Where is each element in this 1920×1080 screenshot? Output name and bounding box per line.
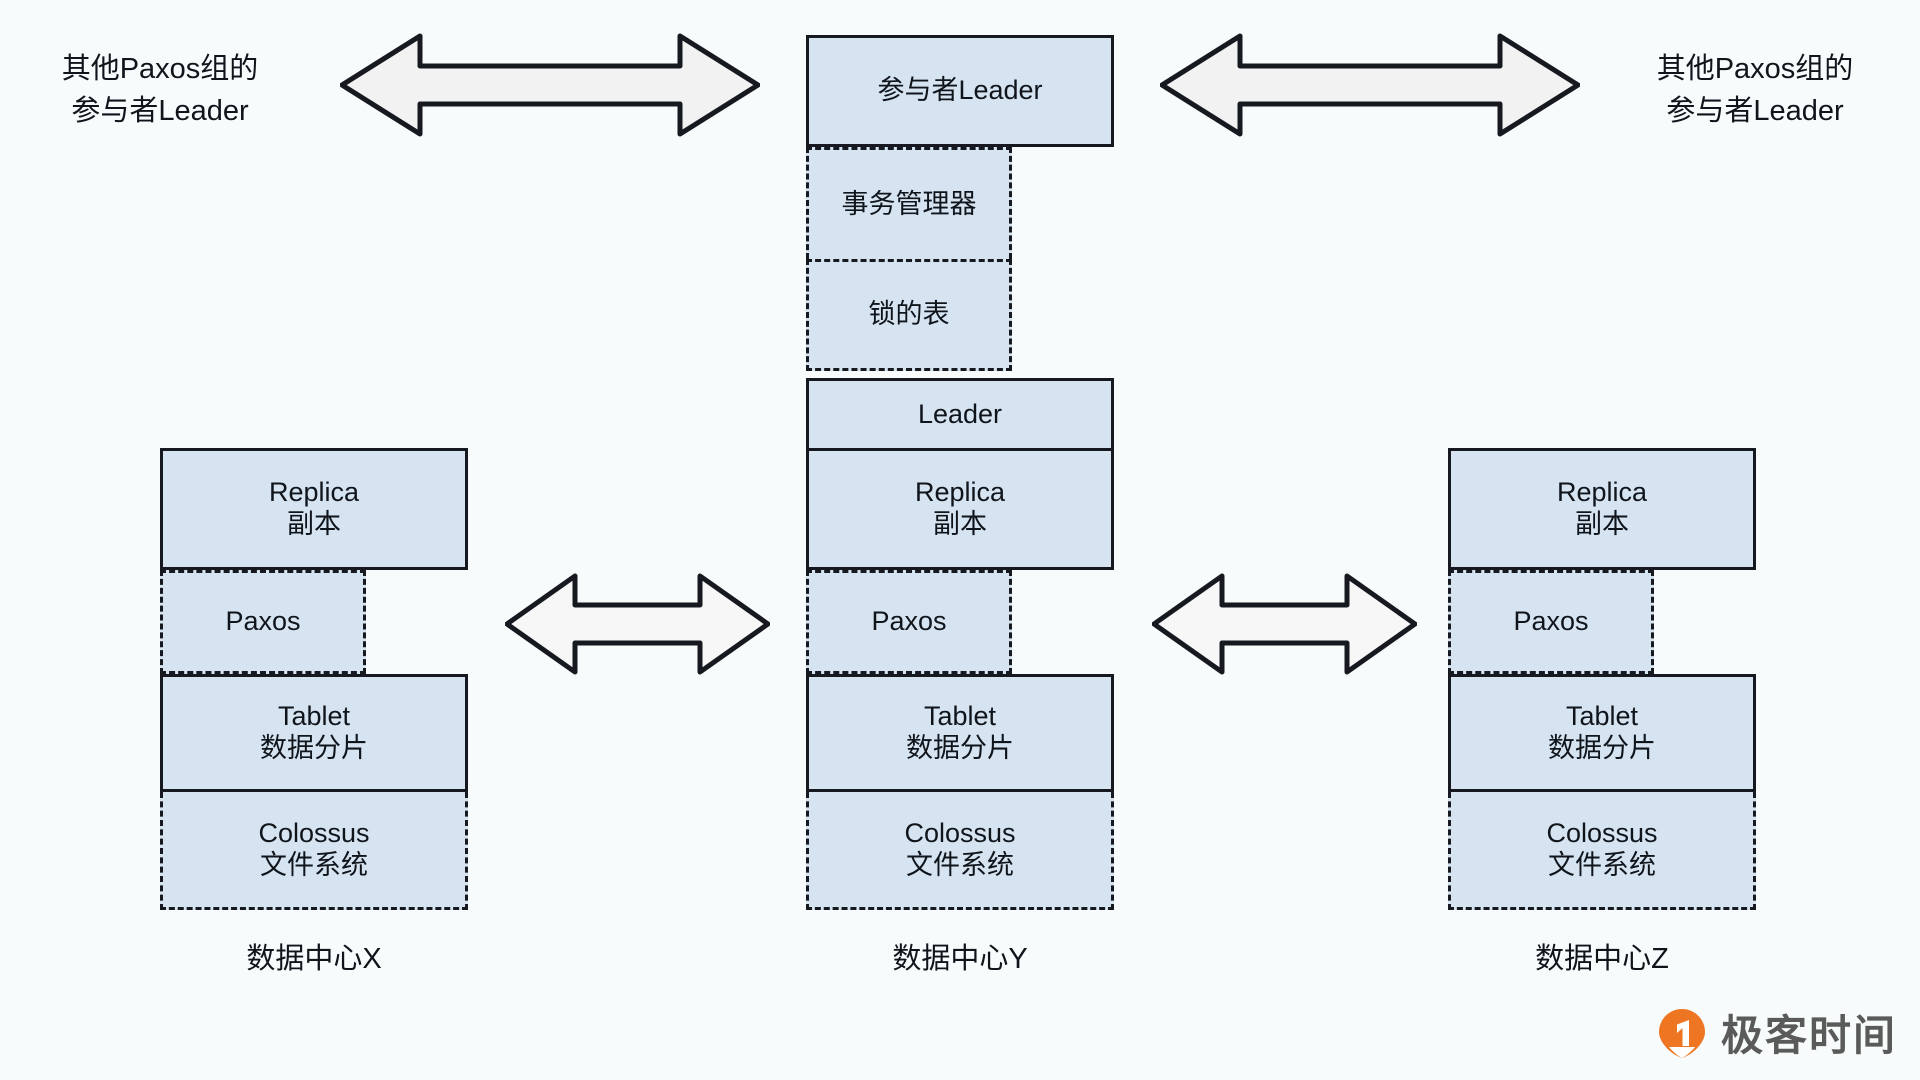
- center-participant-leader-label: 参与者Leader: [877, 75, 1043, 106]
- right-tablet-line2: 数据分片: [1548, 733, 1656, 763]
- left-colossus-box: Colossus 文件系统: [160, 792, 468, 910]
- left-other-paxos-line2: 参与者Leader: [71, 95, 249, 128]
- center-participant-leader-box: 参与者Leader: [806, 35, 1114, 147]
- left-replica-line1: Replica: [268, 477, 360, 508]
- datacenter-y-label: 数据中心Y: [892, 943, 1028, 975]
- left-tablet-line2: 数据分片: [260, 733, 368, 763]
- center-tablet-box: Tablet 数据分片: [806, 674, 1114, 792]
- right-tablet-line1: Tablet: [1565, 701, 1639, 732]
- right-colossus-line1: Colossus: [1546, 817, 1658, 848]
- center-colossus-line2: 文件系统: [906, 849, 1014, 880]
- top-right-double-arrow: [1159, 30, 1581, 140]
- right-colossus-box: Colossus 文件系统: [1448, 792, 1756, 910]
- geektime-watermark: 极客时间: [1655, 1002, 1897, 1063]
- center-tablet-line1: Tablet: [923, 701, 997, 732]
- left-other-paxos-label: 其他Paxos组的 参与者Leader: [30, 48, 290, 132]
- right-paxos-box: Paxos: [1448, 570, 1654, 674]
- right-replica-line1: Replica: [1556, 477, 1648, 508]
- right-paxos-label: Paxos: [1513, 606, 1589, 637]
- right-replica-line2: 副本: [1575, 509, 1629, 539]
- center-paxos-box: Paxos: [806, 570, 1012, 674]
- left-other-paxos-line1: 其他Paxos组的: [61, 53, 259, 85]
- geektime-wordmark: 极客时间: [1721, 1012, 1898, 1059]
- center-lock-table-box: 锁的表: [806, 259, 1012, 371]
- mid-right-double-arrow: [1151, 570, 1418, 678]
- right-colossus-line2: 文件系统: [1548, 849, 1656, 880]
- top-left-double-arrow: [339, 30, 761, 140]
- center-tablet-line2: 数据分片: [906, 733, 1014, 763]
- center-replica-line1: Replica: [914, 477, 1006, 508]
- right-other-paxos-line2: 参与者Leader: [1666, 95, 1844, 128]
- right-replica-box: Replica 副本: [1448, 448, 1756, 570]
- right-other-paxos-label: 其他Paxos组的 参与者Leader: [1625, 48, 1885, 132]
- mid-left-double-arrow: [504, 570, 771, 678]
- center-lock-table-label: 锁的表: [868, 299, 950, 330]
- left-paxos-label: Paxos: [225, 606, 301, 637]
- center-transaction-manager-label: 事务管理器: [841, 188, 977, 219]
- left-paxos-box: Paxos: [160, 570, 366, 674]
- left-tablet-line1: Tablet: [277, 701, 351, 732]
- left-replica-box: Replica 副本: [160, 448, 468, 570]
- center-replica-box: Replica 副本: [806, 448, 1114, 570]
- left-colossus-line2: 文件系统: [260, 849, 368, 880]
- center-colossus-box: Colossus 文件系统: [806, 792, 1114, 910]
- right-tablet-box: Tablet 数据分片: [1448, 674, 1756, 792]
- center-leader-box: Leader: [806, 378, 1114, 448]
- right-other-paxos-line1: 其他Paxos组的: [1656, 53, 1854, 85]
- center-paxos-label: Paxos: [871, 606, 947, 637]
- center-transaction-manager-box: 事务管理器: [806, 147, 1012, 259]
- left-tablet-box: Tablet 数据分片: [160, 674, 468, 792]
- datacenter-x-label: 数据中心X: [246, 943, 382, 975]
- datacenter-z-label: 数据中心Z: [1535, 943, 1669, 975]
- center-replica-line2: 副本: [933, 509, 987, 539]
- left-replica-line2: 副本: [287, 509, 341, 539]
- center-colossus-line1: Colossus: [904, 817, 1016, 848]
- center-leader-label: Leader: [917, 398, 1003, 429]
- left-colossus-line1: Colossus: [258, 817, 370, 848]
- geektime-pin-logo-icon: [1655, 1006, 1709, 1060]
